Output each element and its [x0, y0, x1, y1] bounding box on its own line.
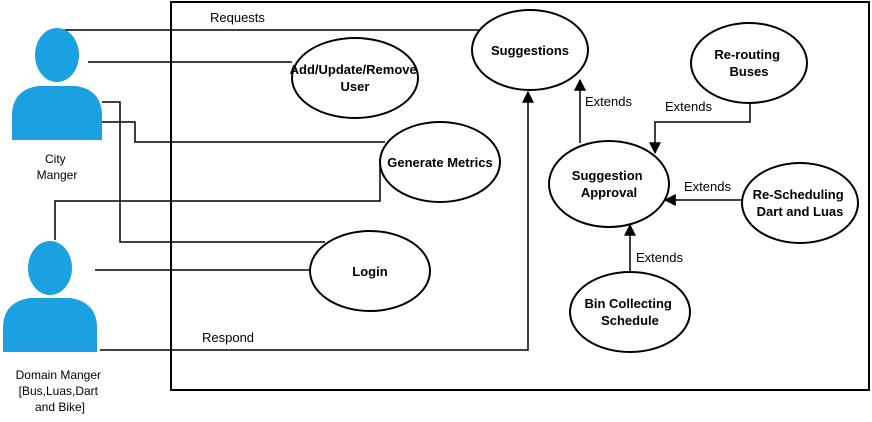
use-case-generate-metrics[interactable]	[379, 121, 501, 203]
use-case-re-scheduling-dart-luas-label: Re-Scheduling Dart and Luas	[753, 187, 848, 219]
use-case-login-label: Login	[352, 264, 387, 279]
use-case-bin-collecting-schedule-label: Bin Collecting Schedule	[584, 296, 675, 328]
system-boundary	[170, 1, 870, 391]
label-extends-rescheduling: Extends	[684, 179, 731, 194]
label-respond: Respond	[202, 330, 254, 345]
label-extends-rerouting: Extends	[665, 99, 712, 114]
use-case-add-update-remove-user-label: Add/Update/Remove User	[290, 62, 421, 94]
line-city-metrics	[102, 121, 385, 143]
domain-manager-actor-icon	[3, 241, 97, 352]
line-respond	[100, 90, 534, 351]
label-extends-bin: Extends	[636, 250, 683, 265]
use-case-suggestion-approval[interactable]	[548, 140, 670, 228]
label-extends-suggestions: Extends	[585, 94, 632, 109]
label-requests: Requests	[210, 10, 265, 25]
connectors	[54, 29, 751, 351]
use-case-generate-metrics-label: Generate Metrics	[387, 155, 493, 170]
use-case-add-update-remove-user[interactable]	[291, 37, 419, 119]
use-case-suggestions-label: Suggestions	[491, 43, 569, 58]
use-case-suggestions[interactable]	[471, 9, 589, 91]
city-manager-actor-icon	[12, 28, 102, 140]
domain-manager-label: Domain Manger [Bus,Luas,Dart and Bike]	[16, 368, 105, 414]
line-extends-rerouting	[649, 102, 751, 155]
line-domain-metrics	[54, 160, 381, 240]
city-manager-label: City Manger	[37, 152, 78, 182]
use-case-login[interactable]	[309, 230, 431, 312]
use-case-suggestion-approval-label: Suggestion Approval	[572, 168, 646, 200]
use-case-re-scheduling-dart-luas[interactable]	[741, 162, 859, 244]
line-city-login	[102, 101, 325, 243]
use-case-bin-collecting-schedule[interactable]	[569, 271, 691, 353]
use-case-re-routing-buses[interactable]	[690, 22, 808, 104]
use-case-re-routing-buses-label: Re-routing Buses	[714, 47, 783, 79]
